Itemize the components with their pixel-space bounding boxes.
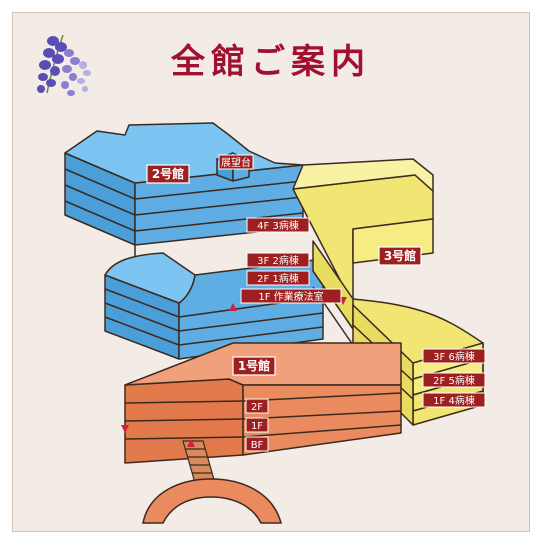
map-panel: 全館ご案内 — [12, 12, 530, 532]
building-3-floor-2: 2F 5病棟 — [433, 374, 475, 387]
wisteria-icon — [37, 34, 91, 96]
building-3-floor-1: 1F 4病棟 — [433, 394, 475, 407]
building-1-floor-b: BF — [251, 440, 264, 451]
building-3-label: 3号館 — [384, 248, 416, 263]
building-1-floor-2: 2F — [251, 402, 263, 413]
entrance-icon — [121, 297, 347, 447]
building-map: 全館ご案内 — [37, 34, 486, 524]
building-3-floor-3: 3F 6病棟 — [433, 350, 475, 363]
building-2[interactable] — [64, 122, 324, 360]
arch-path — [142, 478, 282, 524]
page-title: 全館ご案内 — [170, 42, 371, 82]
building-2-floor-2: 2F 1病棟 — [257, 272, 299, 285]
building-1-floor-1: 1F — [251, 421, 263, 432]
observatory-label: 展望台 — [221, 156, 251, 169]
building-1-label: 1号館 — [238, 358, 270, 373]
building-2-label: 2号館 — [152, 166, 184, 181]
building-2-floor-3: 3F 2病棟 — [257, 254, 299, 267]
building-1[interactable] — [124, 342, 402, 464]
building-2-floor-1: 1F 作業療法室 — [258, 290, 323, 303]
building-2-floor-4: 4F 3病棟 — [257, 219, 299, 232]
